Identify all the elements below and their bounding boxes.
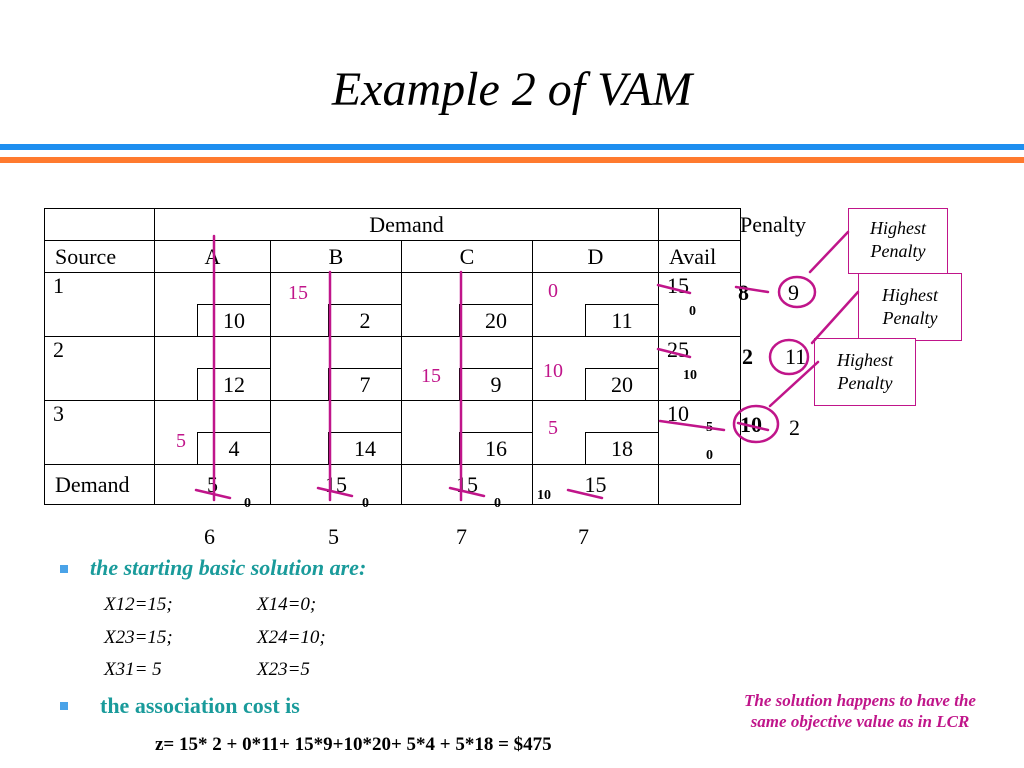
slide-title: Example 2 of VAM [331, 63, 693, 116]
pointer-line-2 [810, 290, 860, 345]
solution-x12: X12=15; [104, 594, 173, 615]
avail-update-1: 0 [689, 304, 696, 319]
bullet-icon [60, 565, 68, 573]
column-header-d: D [532, 240, 659, 273]
row-penalty-2b: 11 [785, 344, 807, 369]
alloc-cell [270, 272, 402, 305]
solution-x24: X24=10; [257, 627, 326, 648]
cost-cell: 16 [459, 432, 533, 465]
allocation-x12: 15 [288, 282, 308, 304]
row-penalty-3b: 2 [789, 415, 800, 440]
transportation-table: Demand Source A B C D Avail 1 15 10 2 20… [44, 208, 741, 505]
cost-cell: 10 [197, 304, 271, 337]
column-penalty-c: 7 [456, 524, 467, 549]
allocation-x34: 5 [548, 417, 558, 439]
avail-update-3a: 5 [706, 420, 713, 435]
avail-1: 15 [658, 272, 741, 337]
cost-cell: 18 [585, 432, 659, 465]
allocation-x14: 0 [548, 280, 558, 302]
pointer-line-1 [808, 230, 850, 274]
demand-update-a: 0 [244, 496, 251, 511]
lcr-note: The solution happens to have the same ob… [744, 691, 976, 731]
alloc-cell [154, 272, 271, 305]
demand-update-b: 0 [362, 496, 369, 511]
column-penalty-a: 6 [204, 524, 215, 549]
row-penalty-3a: 10 [740, 412, 762, 437]
demand-update-c: 0 [494, 496, 501, 511]
allocation-x24: 10 [543, 360, 563, 382]
avail-label: Avail [658, 240, 741, 273]
orange-rule [0, 157, 1024, 163]
cost-cell: 4 [197, 432, 271, 465]
demand-row-label: Demand [44, 464, 155, 505]
avail-3: 10 [658, 400, 741, 465]
demand-b: 15 [270, 464, 402, 505]
alloc-cell [532, 272, 659, 305]
cost-cell: 20 [459, 304, 533, 337]
penalty-label: Penalty [740, 212, 806, 237]
cost-cell: 9 [459, 368, 533, 401]
cost-cell: 20 [585, 368, 659, 401]
column-header-b: B [270, 240, 402, 273]
avail-update-3b: 0 [706, 448, 713, 463]
allocation-x23: 15 [421, 365, 441, 387]
row-label-1: 1 [44, 272, 155, 337]
row-label-3: 3 [44, 400, 155, 465]
demand-c: 15 [401, 464, 533, 505]
column-header-c: C [401, 240, 533, 273]
cost-cell: 12 [197, 368, 271, 401]
column-header-a: A [154, 240, 271, 273]
column-penalty-d: 7 [578, 524, 589, 549]
cost-cell: 2 [328, 304, 402, 337]
row-penalty-1b: 9 [788, 280, 799, 305]
bullet-starting-solution: the starting basic solution are: [90, 555, 367, 580]
bullet-association-cost: the association cost is [100, 693, 300, 718]
solution-x31: X31= 5 [104, 659, 162, 680]
solution-x23: X23=15; [104, 627, 173, 648]
demand-a: 5 [154, 464, 271, 505]
avail-2: 25 [658, 336, 741, 401]
corner-cell [44, 208, 155, 241]
cost-cell: 14 [328, 432, 402, 465]
row-penalty-2a: 2 [742, 344, 753, 369]
allocation-x31: 5 [176, 430, 186, 452]
cost-formula: z= 15* 2 + 0*11+ 15*9+10*20+ 5*4 + 5*18 … [155, 734, 552, 755]
demand-d: 15 [532, 464, 659, 505]
bullet-icon [60, 702, 68, 710]
blue-rule [0, 144, 1024, 150]
solution-x14: X14=0; [257, 594, 317, 615]
solution-x23b: X23=5 [257, 659, 310, 680]
demand-header: Demand [154, 208, 659, 241]
cost-cell: 11 [585, 304, 659, 337]
row-penalty-1a: 8 [738, 280, 749, 305]
avail-update-2: 10 [683, 368, 697, 383]
blank-demand-cell [658, 464, 741, 505]
source-label: Source [44, 240, 155, 273]
blank-header-cell [658, 208, 741, 241]
cost-cell: 7 [328, 368, 402, 401]
alloc-cell [401, 272, 533, 305]
column-penalty-b: 5 [328, 524, 339, 549]
demand-update-d: 10 [537, 488, 551, 503]
row-label-2: 2 [44, 336, 155, 401]
